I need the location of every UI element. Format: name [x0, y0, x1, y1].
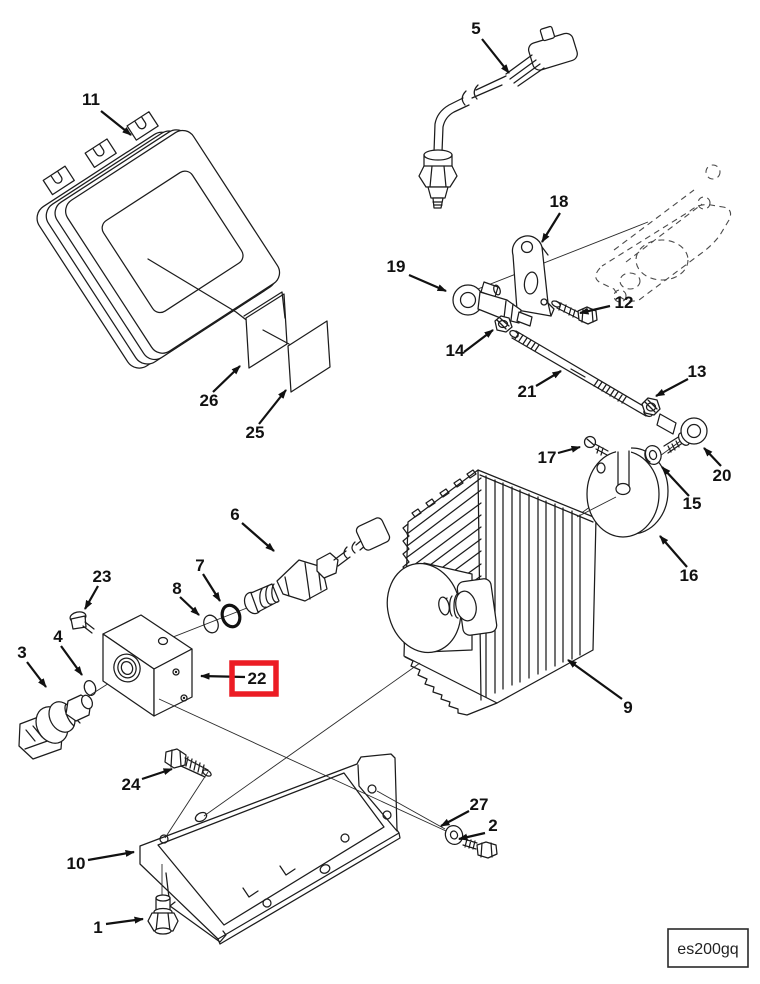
callout-21[interactable]: 21	[518, 382, 537, 401]
callout-1[interactable]: 1	[93, 918, 102, 937]
callout-arrow-26	[212, 365, 241, 393]
lever-bracket-18	[511, 235, 555, 317]
oring-7	[220, 603, 242, 629]
drawing-code-box: es200gq	[667, 928, 749, 968]
rod-end-20	[656, 413, 708, 454]
callout-arrow-13	[655, 378, 689, 397]
callout-11[interactable]: 11	[82, 90, 100, 109]
callout-6[interactable]: 6	[230, 505, 239, 524]
fitting-1	[147, 864, 179, 935]
callout-12[interactable]: 12	[615, 293, 634, 312]
callout-arrow-3	[26, 661, 47, 688]
callout-arrow-14	[463, 329, 494, 353]
callout-arrow-11	[100, 110, 132, 136]
callout-arrow-9	[567, 659, 623, 700]
callout-19[interactable]: 19	[387, 257, 406, 276]
callout-arrow-16	[659, 535, 688, 568]
callout-arrow-5	[481, 38, 510, 74]
callout-20[interactable]: 20	[713, 466, 732, 485]
callout-arrow-25	[258, 389, 287, 425]
callout-arrow-1	[105, 916, 144, 926]
callout-arrow-7	[202, 573, 221, 602]
jam-nut-14	[494, 315, 513, 333]
callout-10[interactable]: 10	[67, 854, 86, 873]
callout-2[interactable]: 2	[488, 816, 497, 835]
oring-8	[203, 614, 219, 634]
thermal-pad-25	[287, 320, 331, 393]
callout-arrow-24	[141, 767, 173, 781]
callout-25[interactable]: 25	[246, 423, 265, 442]
mounting-bracket-10	[139, 753, 401, 945]
temp-sensor	[418, 25, 578, 209]
callout-arrow-2	[458, 831, 486, 841]
align-line-lever	[459, 221, 649, 297]
callout-labels: 11 5 18 19 12 14 21 13 20 15 16 17 9 6 7…	[17, 19, 731, 937]
throttle-disc-16	[576, 447, 669, 538]
rod-end-19	[452, 281, 533, 327]
actuator-9	[386, 469, 597, 716]
align-line-block-to-bracket	[158, 698, 447, 832]
washer-15	[644, 444, 662, 466]
plug-23	[69, 611, 95, 634]
callout-arrow-18	[541, 212, 561, 243]
callout-16[interactable]: 16	[680, 566, 699, 585]
highlight-box	[229, 660, 279, 697]
callout-arrow-20	[703, 447, 722, 467]
callout-arrow-8	[179, 596, 200, 616]
bolt-24	[164, 748, 212, 839]
callout-22[interactable]: 22	[248, 669, 267, 688]
callout-arrow-21	[535, 370, 562, 387]
align-line-flange-to-bolt	[376, 790, 446, 830]
callout-15[interactable]: 15	[683, 494, 702, 513]
callout-8[interactable]: 8	[172, 579, 181, 598]
callout-arrows	[26, 38, 722, 926]
callout-14[interactable]: 14	[446, 341, 465, 360]
thermal-pad-26	[243, 291, 288, 369]
solenoid-valve-6	[243, 517, 391, 615]
callout-arrow-15	[661, 466, 690, 497]
callout-arrow-23	[84, 585, 99, 610]
callout-3[interactable]: 3	[17, 643, 26, 662]
oring-4	[83, 680, 97, 696]
callout-23[interactable]: 23	[93, 567, 112, 586]
screw-17	[583, 435, 609, 456]
bolt-12	[551, 300, 598, 325]
washer-27	[444, 824, 464, 846]
callout-24[interactable]: 24	[122, 775, 141, 794]
callout-26[interactable]: 26	[200, 391, 219, 410]
bolt-2	[462, 838, 498, 859]
callout-arrow-12	[579, 304, 611, 315]
callout-13[interactable]: 13	[688, 362, 707, 381]
callout-27[interactable]: 27	[470, 795, 489, 814]
drawing-code: es200gq	[677, 941, 738, 958]
pad-joint-line	[262, 329, 290, 345]
pressure-switch-3	[18, 694, 94, 760]
callout-arrow-10	[87, 850, 135, 862]
callout-18[interactable]: 18	[550, 192, 569, 211]
phantom-housing	[595, 164, 732, 303]
callout-arrow-6	[241, 522, 275, 552]
callout-arrow-17	[557, 445, 581, 455]
callout-9[interactable]: 9	[623, 698, 632, 717]
callout-arrow-27	[440, 810, 470, 827]
callout-17[interactable]: 17	[538, 448, 557, 467]
drawing-code-border	[667, 928, 749, 968]
callout-7[interactable]: 7	[195, 556, 204, 575]
callout-4[interactable]: 4	[53, 627, 63, 646]
callout-arrow-19	[408, 273, 447, 293]
ecm-module	[36, 111, 281, 369]
callout-arrow-4	[60, 645, 83, 676]
callout-arrow-22	[200, 672, 246, 680]
align-line-actuator-to-bracket	[203, 662, 421, 817]
link-rod-21	[509, 329, 653, 418]
jam-nut-13	[641, 397, 661, 416]
callout-5[interactable]: 5	[471, 19, 480, 38]
valve-block-22	[102, 614, 193, 717]
